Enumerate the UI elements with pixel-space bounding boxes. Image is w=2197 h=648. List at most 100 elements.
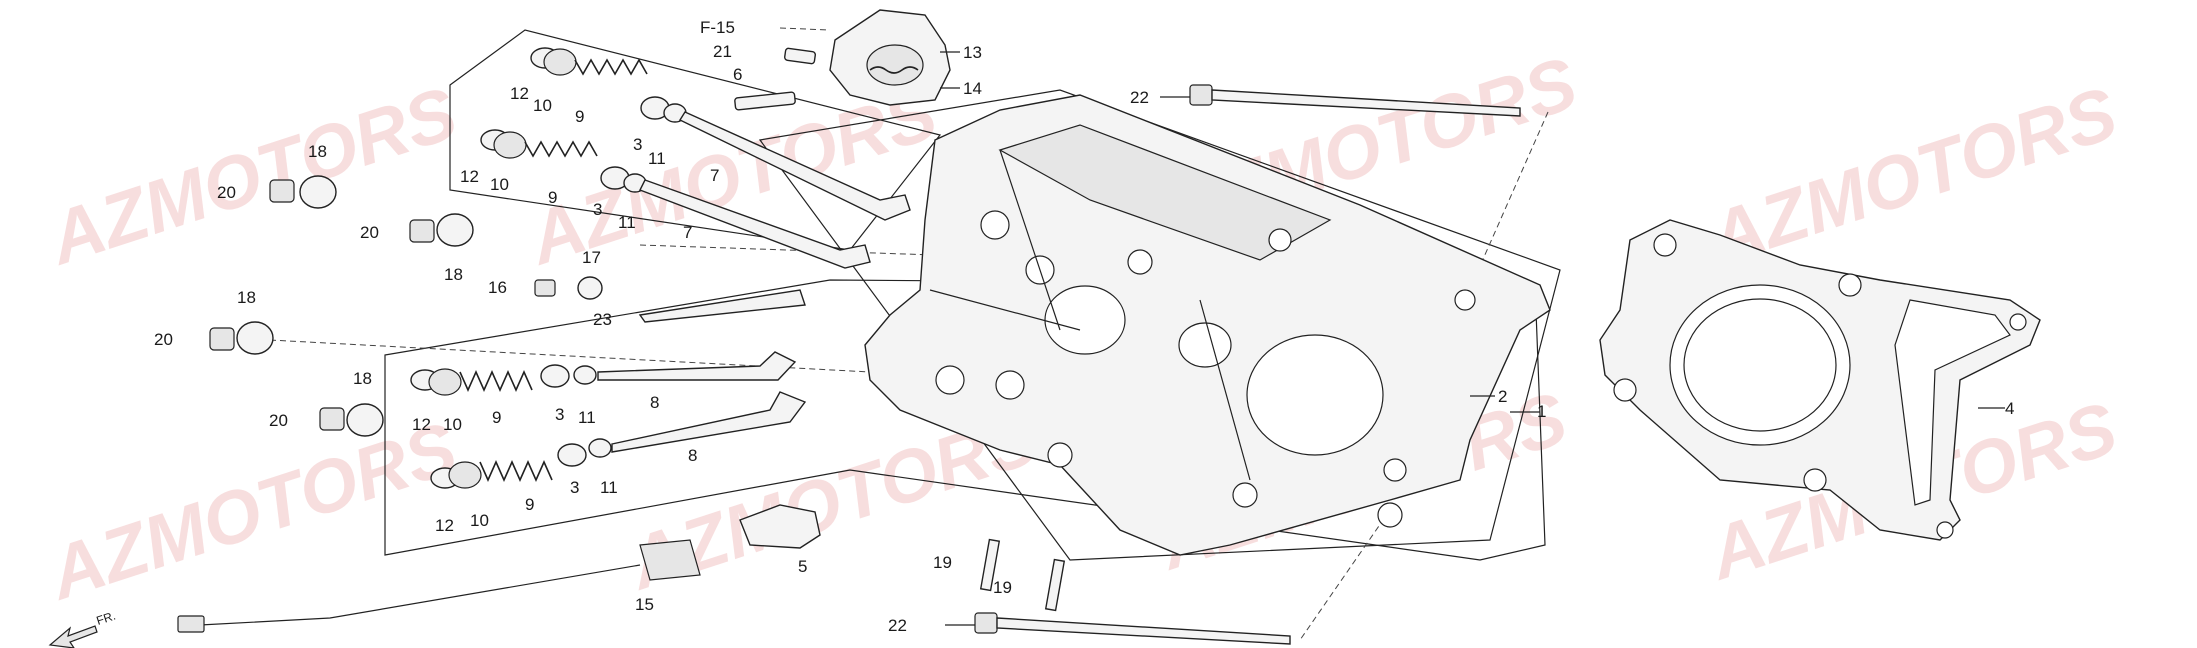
label-8d: 8 [688, 446, 697, 465]
sensor-wire [199, 564, 641, 626]
stud-19b [1044, 558, 1066, 612]
nut-20d [319, 407, 345, 431]
valve-8c [597, 351, 797, 381]
label-22b: 22 [888, 616, 907, 635]
label-2: 2 [1498, 387, 1507, 406]
label-4: 4 [2005, 399, 2014, 418]
connector-15 [639, 539, 701, 581]
label-3a: 3 [633, 135, 642, 154]
bolt-hole-10 [1454, 289, 1476, 311]
tensioner-assembly [734, 9, 951, 111]
gasket-chain-slot [1894, 299, 2011, 506]
callout-labels: 1 2 4 5 6 13 14 F-15 15 16 17 21 23 22 2… [154, 18, 2014, 635]
label-20a: 20 [217, 183, 236, 202]
intake-port [1044, 285, 1126, 355]
label-18a: 18 [308, 142, 327, 161]
upper-valve-train [480, 47, 911, 269]
retainer-10c [428, 368, 462, 396]
bolt-hole-8 [1232, 482, 1258, 508]
label-18c: 18 [237, 288, 256, 307]
bolt-hole-6 [1268, 228, 1292, 252]
valve-7a [678, 111, 911, 221]
label-14: 14 [963, 79, 982, 98]
retainer-10d [448, 461, 482, 489]
cylinder-head-top-face [998, 124, 1332, 261]
head-gasket [1599, 219, 2041, 541]
bolt-21 [783, 47, 817, 65]
spark-plug-23 [638, 289, 806, 323]
temp-sender-6 [734, 91, 796, 111]
label-12a: 12 [510, 84, 529, 103]
label-12c: 12 [412, 415, 431, 434]
tensioner-spring [869, 66, 919, 74]
label-8c: 8 [650, 393, 659, 412]
label-11b: 11 [618, 213, 636, 232]
label-15: 15 [635, 595, 654, 614]
valve-8d [611, 391, 807, 453]
spring-9c [459, 370, 533, 392]
watermark-4: AZMOTORS [1697, 71, 2126, 281]
watermark-1: AZMOTORS [37, 71, 466, 281]
cap-18a [299, 175, 337, 209]
head-fin-lines [929, 149, 1251, 481]
combustion-chamber [1246, 334, 1384, 456]
label-3b: 3 [593, 200, 602, 219]
nut-20c [209, 327, 235, 351]
washer-17 [577, 276, 603, 300]
bolt-22-shaft [1211, 89, 1521, 117]
wire-connector [177, 615, 205, 633]
label-10c: 10 [443, 415, 462, 434]
label-3c: 3 [555, 405, 564, 424]
label-22a: 22 [1130, 88, 1149, 107]
valve-7b [639, 179, 871, 269]
cap-18c [236, 321, 274, 355]
bolt-hole-9 [1377, 502, 1403, 528]
label-20c: 20 [154, 330, 173, 349]
nut-20a [269, 179, 295, 203]
bolt-22-head [1189, 84, 1213, 106]
label-1: 1 [1537, 402, 1546, 421]
seal-11c [573, 365, 597, 385]
gasket-hole-6 [1936, 521, 1954, 539]
seal-11d [588, 438, 612, 458]
label-18d: 18 [353, 369, 372, 388]
front-arrow-icon [48, 625, 98, 648]
nut-20b [409, 219, 435, 243]
bolt-22b-shaft [996, 617, 1291, 645]
label-11c: 11 [578, 408, 596, 427]
lower-valve-train [410, 351, 807, 489]
head-frame [758, 89, 1561, 561]
label-17: 17 [582, 248, 601, 267]
gasket-hole-2 [1613, 378, 1637, 402]
label-7a: 7 [710, 166, 719, 185]
caps-and-nuts [209, 175, 806, 437]
label-20d: 20 [269, 411, 288, 430]
spring-9a [574, 58, 648, 76]
sensor-5 [739, 504, 821, 549]
gasket-bore-inner [1683, 298, 1837, 432]
label-5: 5 [798, 557, 807, 576]
gasket-hole-4 [1803, 468, 1827, 492]
label-f15: F-15 [700, 18, 735, 37]
retainer-10b [493, 131, 527, 159]
label-7b: 7 [683, 223, 692, 242]
upper-valve-frame [449, 29, 942, 251]
stud-19a [979, 538, 1001, 592]
spring-9d [479, 460, 553, 482]
long-bolts [974, 84, 1521, 645]
label-11d: 11 [600, 478, 618, 497]
leader-lines [940, 51, 2005, 626]
label-3d: 3 [570, 478, 579, 497]
sensors [177, 504, 821, 633]
gasket-hole-3 [1838, 273, 1862, 297]
label-19a: 19 [933, 553, 952, 572]
bolt-hole-4 [995, 370, 1025, 400]
label-16: 16 [488, 278, 507, 297]
seat-3c [540, 364, 570, 388]
bolt-hole-5 [1127, 249, 1153, 275]
cap-18b [436, 213, 474, 247]
label-13: 13 [963, 43, 982, 62]
cap-18d [346, 403, 384, 437]
